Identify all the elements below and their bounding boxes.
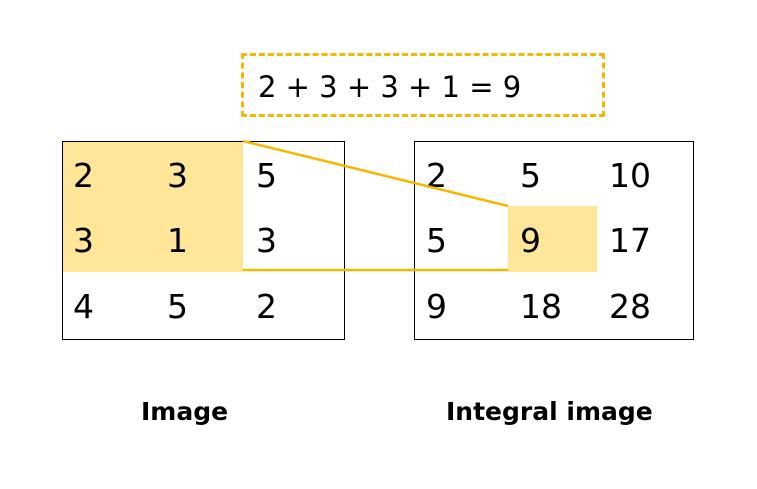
integral-cell-r2c3: 17 [609,221,651,260]
image-cell-r1c1: 2 [73,156,94,195]
image-cell-r3c3: 2 [256,287,277,326]
integral-cell-r1c1: 2 [426,156,447,195]
image-highlight-region [63,142,243,272]
integral-cell-r3c3: 28 [609,287,651,326]
integral-cell-r3c2: 18 [520,287,562,326]
image-cell-r3c1: 4 [73,287,94,326]
sum-formula: 2 + 3 + 3 + 1 = 9 [258,70,522,104]
integral-image-caption: Integral image [446,397,653,426]
integral-highlight-cell [508,206,597,272]
image-cell-r1c3: 5 [256,156,277,195]
integral-cell-r2c1: 5 [426,221,447,260]
image-grid: 2 3 5 3 1 3 4 5 2 [62,141,345,340]
image-cell-r3c2: 5 [167,287,188,326]
integral-cell-r1c3: 10 [609,156,651,195]
integral-cell-r3c1: 9 [426,287,447,326]
image-cell-r1c2: 3 [167,156,188,195]
sum-formula-box: 2 + 3 + 3 + 1 = 9 [241,53,605,117]
image-caption: Image [141,397,229,426]
image-cell-r2c1: 3 [73,221,94,260]
integral-image-grid: 2 5 10 5 9 17 9 18 28 [414,141,694,340]
integral-cell-r2c2: 9 [520,221,541,260]
image-cell-r2c2: 1 [167,221,188,260]
image-cell-r2c3: 3 [256,221,277,260]
integral-cell-r1c2: 5 [520,156,541,195]
